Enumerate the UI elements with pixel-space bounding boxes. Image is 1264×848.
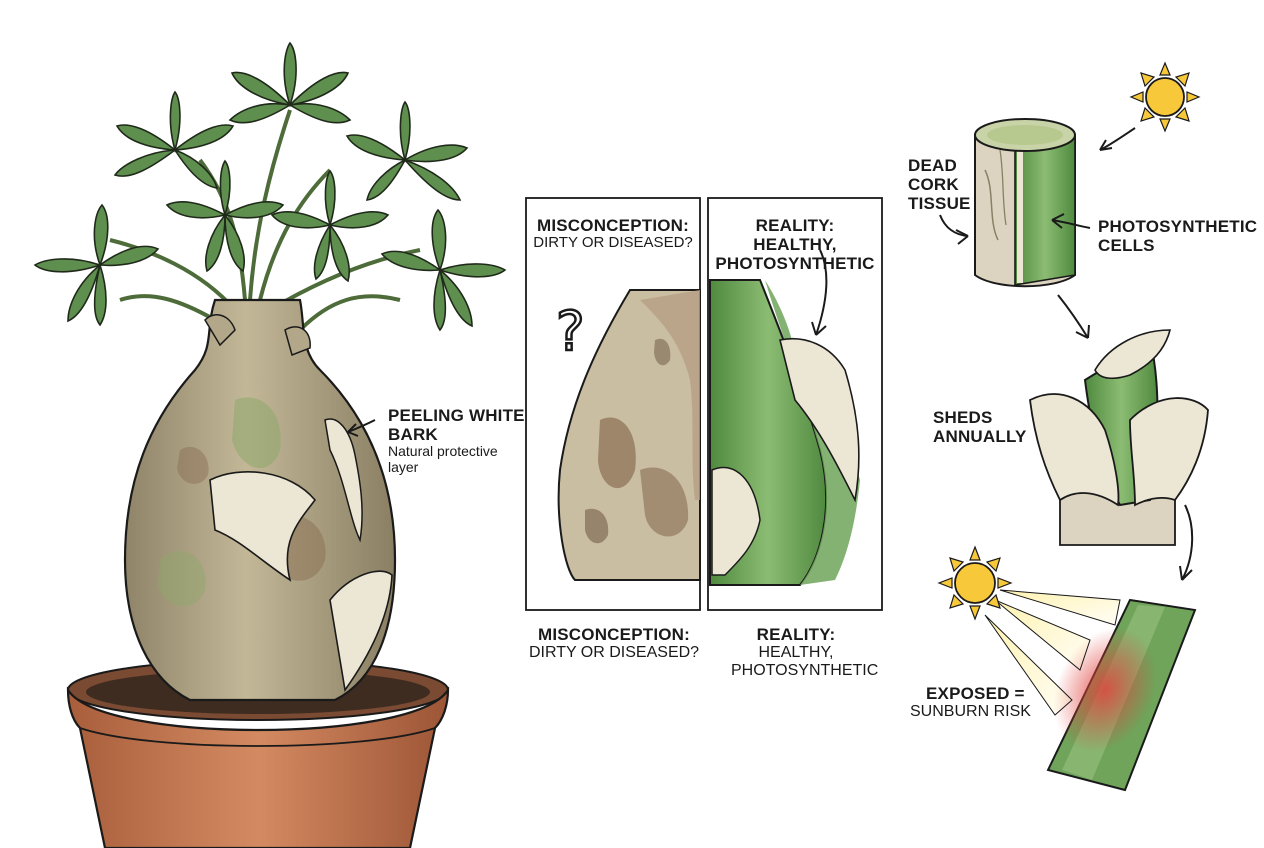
caudex-trunk — [123, 298, 397, 702]
dead-cork-text: DEAD CORK TISSUE — [908, 156, 971, 214]
sheds-annually-text: SHEDS ANNUALLY — [933, 408, 1027, 447]
misconception-caption-subtitle: DIRTY OR DISEASED? — [528, 644, 700, 662]
peeling-bark-label: PEELING WHITE BARK Natural protective la… — [388, 406, 528, 475]
cross-section-arrows — [939, 127, 1194, 581]
peeling-bark-desc: Natural protective layer — [388, 443, 498, 475]
reality-panel-subtitle: HEALTHY, PHOTOSYNTHETIC — [715, 235, 875, 274]
exposure-title: EXPOSED = — [926, 684, 1025, 703]
misconception-caption: MISCONCEPTION: DIRTY OR DISEASED? — [524, 625, 704, 662]
plant-foliage — [33, 41, 507, 332]
exposure-label: EXPOSED = SUNBURN RISK — [910, 684, 1040, 721]
peeling-bark-arrow — [347, 419, 376, 433]
potted-plant — [33, 41, 507, 848]
shedding-stem — [1029, 329, 1209, 546]
reality-bark-closeup — [709, 249, 860, 586]
misconception-bark-closeup — [557, 289, 701, 581]
reality-panel-heading: REALITY: HEALTHY, PHOTOSYNTHETIC — [711, 216, 879, 273]
misconception-caption-title: MISCONCEPTION: — [537, 625, 691, 644]
misconception-panel-title: MISCONCEPTION: — [536, 216, 690, 235]
photosynthetic-cells-label: PHOTOSYNTHETIC CELLS — [1098, 217, 1258, 255]
pot-front — [66, 686, 450, 848]
misconception-panel-subtitle: DIRTY OR DISEASED? — [533, 234, 693, 252]
sun-icon — [1129, 61, 1201, 133]
reality-caption-subtitle: HEALTHY, PHOTOSYNTHETIC — [731, 644, 879, 679]
reality-caption: REALITY: HEALTHY, PHOTOSYNTHETIC — [706, 625, 886, 680]
photosynthetic-cells-text: PHOTOSYNTHETIC CELLS — [1098, 217, 1258, 256]
sunburn-stem — [984, 589, 1197, 792]
bark-cross-section — [974, 118, 1076, 288]
comparison-panels — [525, 197, 883, 611]
sheds-annually-label: SHEDS ANNUALLY — [933, 408, 1029, 446]
reality-caption-title: REALITY: — [756, 625, 836, 644]
question-mark-icon: ? — [555, 299, 586, 365]
exposure-subtitle: SUNBURN RISK — [910, 703, 1031, 721]
peeling-bark-title: PEELING WHITE BARK — [388, 406, 525, 445]
sun-icon — [937, 545, 1013, 621]
reality-panel-title: REALITY: — [755, 216, 835, 235]
dead-cork-label: DEAD CORK TISSUE — [908, 156, 971, 214]
misconception-panel-heading: MISCONCEPTION: DIRTY OR DISEASED? — [529, 216, 697, 252]
